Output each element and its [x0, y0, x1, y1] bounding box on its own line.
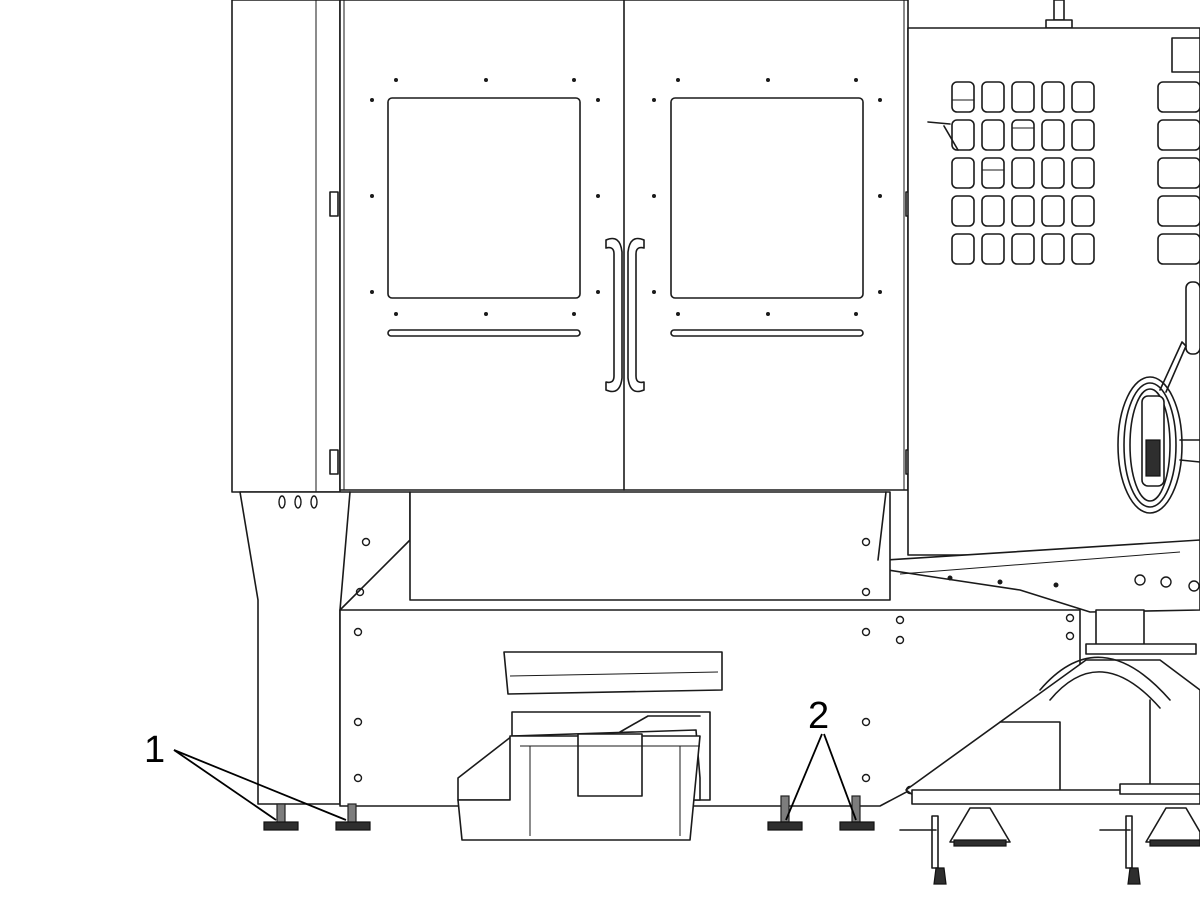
- foot-1a: [263, 803, 299, 831]
- left-door-slot: [387, 329, 581, 337]
- right-door-window: [670, 97, 864, 299]
- door-screws: [370, 78, 882, 316]
- callout-1-label: 1: [144, 729, 165, 771]
- callout-2-label: 2: [808, 695, 829, 737]
- support-frame: [899, 656, 1200, 885]
- right-door-slot: [670, 329, 864, 337]
- lower-right-tray: [885, 539, 1200, 655]
- right-door-handle: [627, 237, 645, 393]
- drain-holes: [278, 495, 318, 509]
- callout-2: 2: [785, 695, 857, 821]
- foot-1b: [335, 803, 371, 831]
- left-door-handle: [605, 237, 623, 393]
- callout-1: 1: [144, 729, 347, 821]
- callout-2-leader-a: [785, 733, 823, 821]
- callout-2-leader-b: [823, 733, 857, 821]
- coiled-hose: [1117, 341, 1200, 514]
- foot-2a: [767, 795, 803, 831]
- side-control-panel: [907, 27, 1200, 556]
- callout-1-leader-a: [173, 749, 277, 821]
- top-pipe: [1045, 0, 1073, 29]
- left-door-window: [387, 97, 581, 299]
- callout-1-leader-b: [173, 749, 347, 821]
- right-door: [627, 97, 864, 393]
- left-door: [387, 97, 623, 393]
- coolant-tank: [457, 651, 723, 841]
- leveling-jacks: [899, 807, 1200, 885]
- vent-slot-grid: [951, 81, 1200, 265]
- left-side-panel: [231, 0, 341, 493]
- leveling-feet: [263, 795, 875, 831]
